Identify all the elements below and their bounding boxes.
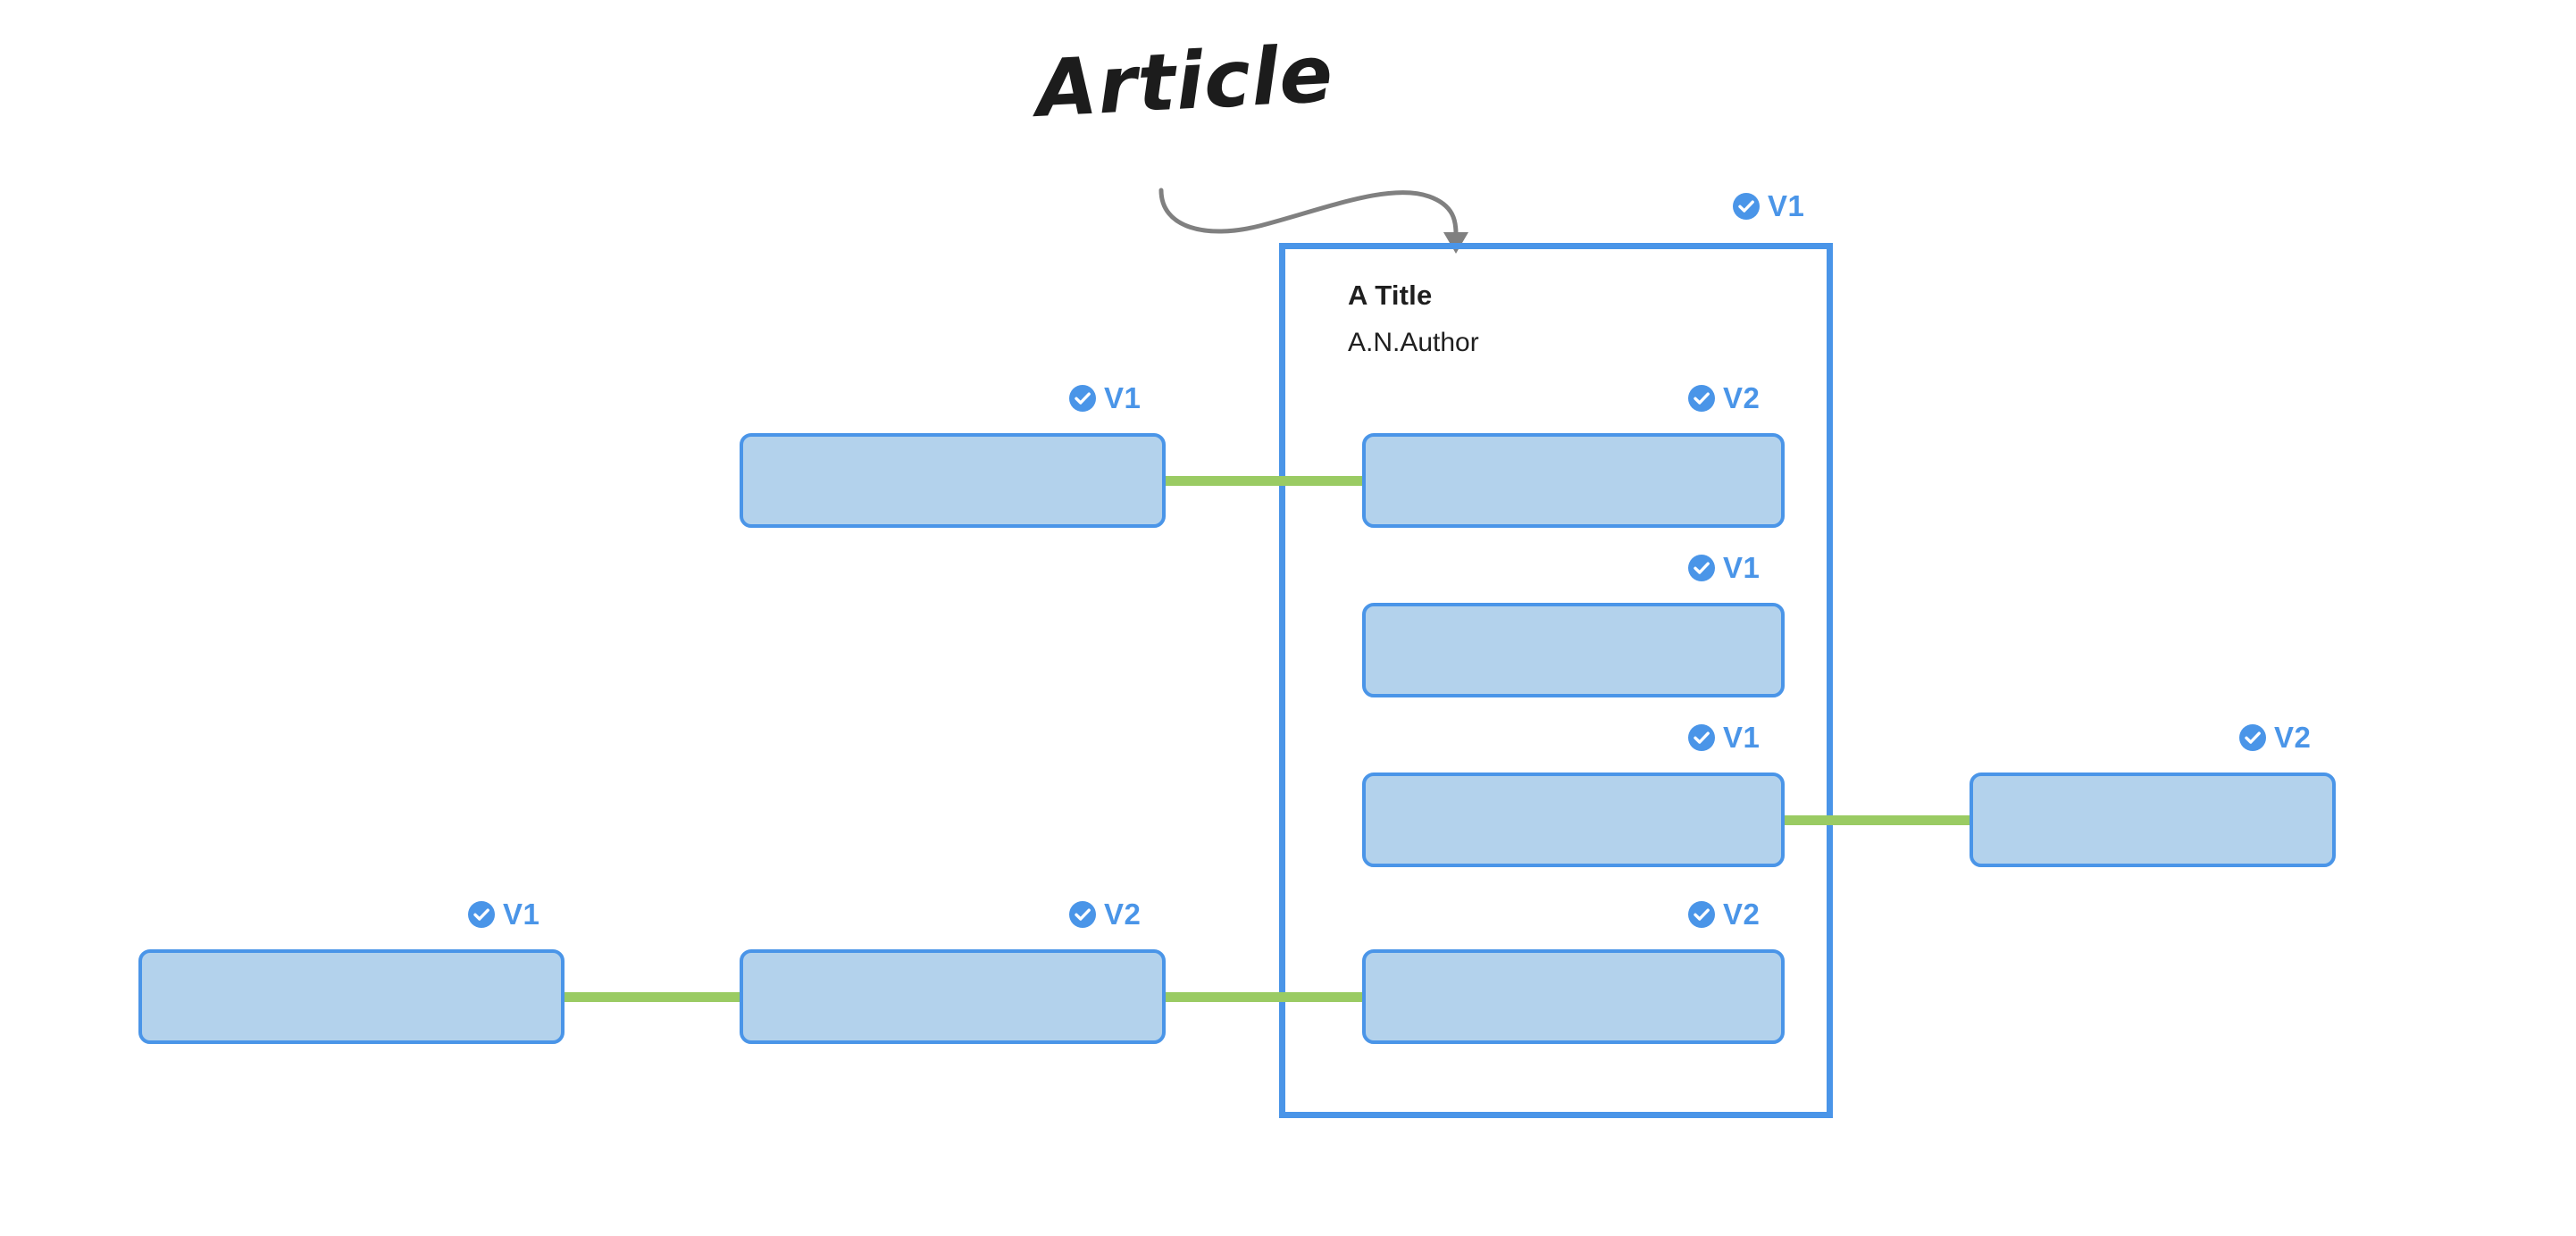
version-badge-row3-inside[interactable]: V1 (1688, 553, 1760, 582)
article-header: A Title A.N.Author (1348, 279, 1723, 359)
claim-box-row5-outside-left[interactable] (740, 949, 1166, 1044)
article-author: A.N.Author (1348, 327, 1479, 357)
article-version-badge-label: V1 (1768, 189, 1805, 222)
version-badge-label: V2 (1723, 898, 1761, 931)
claim-box-row2-inside[interactable] (1362, 433, 1785, 528)
verified-check-icon (1069, 900, 1096, 928)
article-version-badge[interactable]: V1 (1733, 191, 1804, 221)
version-badge-label: V1 (1723, 721, 1761, 754)
connector-conn-row2 (1161, 476, 1367, 486)
version-badge-row4-inside[interactable]: V1 (1688, 722, 1760, 752)
claim-box-row3-inside[interactable] (1362, 603, 1785, 697)
version-badge-label: V1 (1104, 381, 1142, 414)
verified-check-icon (2239, 723, 2266, 751)
article-container[interactable] (1279, 243, 1833, 1118)
verified-check-icon (1688, 900, 1715, 928)
version-badge-row2-inside[interactable]: V2 (1688, 383, 1760, 413)
claim-box-row5-inside[interactable] (1362, 949, 1785, 1044)
verified-check-icon (1069, 384, 1096, 412)
version-badge-row4-outside-right[interactable]: V2 (2239, 722, 2311, 752)
verified-check-icon (1688, 554, 1715, 581)
version-badge-label: V1 (503, 898, 540, 931)
version-badge-row5-inside[interactable]: V2 (1688, 899, 1760, 929)
version-badge-label: V2 (1723, 381, 1761, 414)
claim-box-row4-outside-right[interactable] (1970, 772, 2336, 867)
verified-check-icon (1688, 384, 1715, 412)
claim-box-row5-outside-far-left[interactable] (138, 949, 565, 1044)
verified-check-icon (1733, 192, 1760, 220)
version-badge-row5-outside-left[interactable]: V2 (1069, 899, 1141, 929)
verified-check-icon (1688, 723, 1715, 751)
verified-check-icon (468, 900, 495, 928)
claim-box-row4-inside[interactable] (1362, 772, 1785, 867)
connector-conn-row5-right (1161, 992, 1367, 1002)
claim-box-row2-outside-left[interactable] (740, 433, 1166, 528)
version-badge-label: V2 (1104, 898, 1142, 931)
version-badge-row2-outside-left[interactable]: V1 (1069, 383, 1141, 413)
article-title: A Title (1348, 280, 1433, 311)
version-badge-row5-outside-far-left[interactable]: V1 (468, 899, 539, 929)
version-badge-label: V2 (2274, 721, 2312, 754)
connector-conn-row5-left (560, 992, 744, 1002)
article-annotation-label: Article (1033, 27, 1336, 136)
version-badge-label: V1 (1723, 551, 1761, 584)
connector-conn-row4 (1780, 815, 1974, 825)
